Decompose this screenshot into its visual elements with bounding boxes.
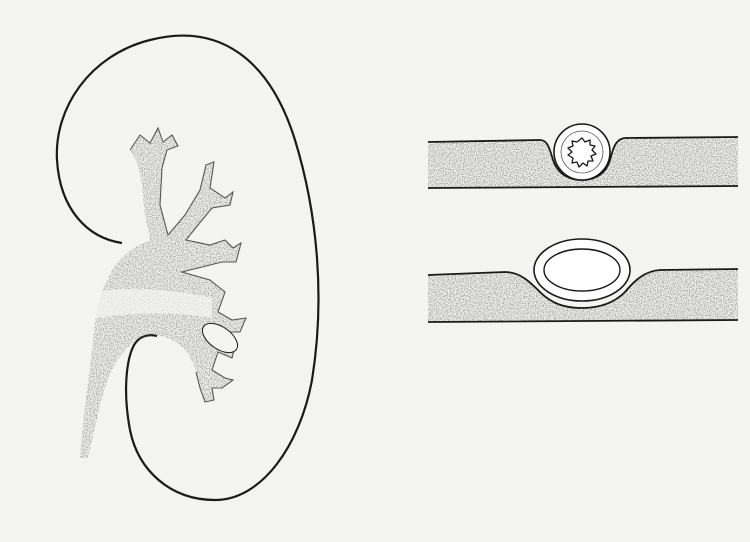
vein-lumen	[544, 249, 620, 291]
